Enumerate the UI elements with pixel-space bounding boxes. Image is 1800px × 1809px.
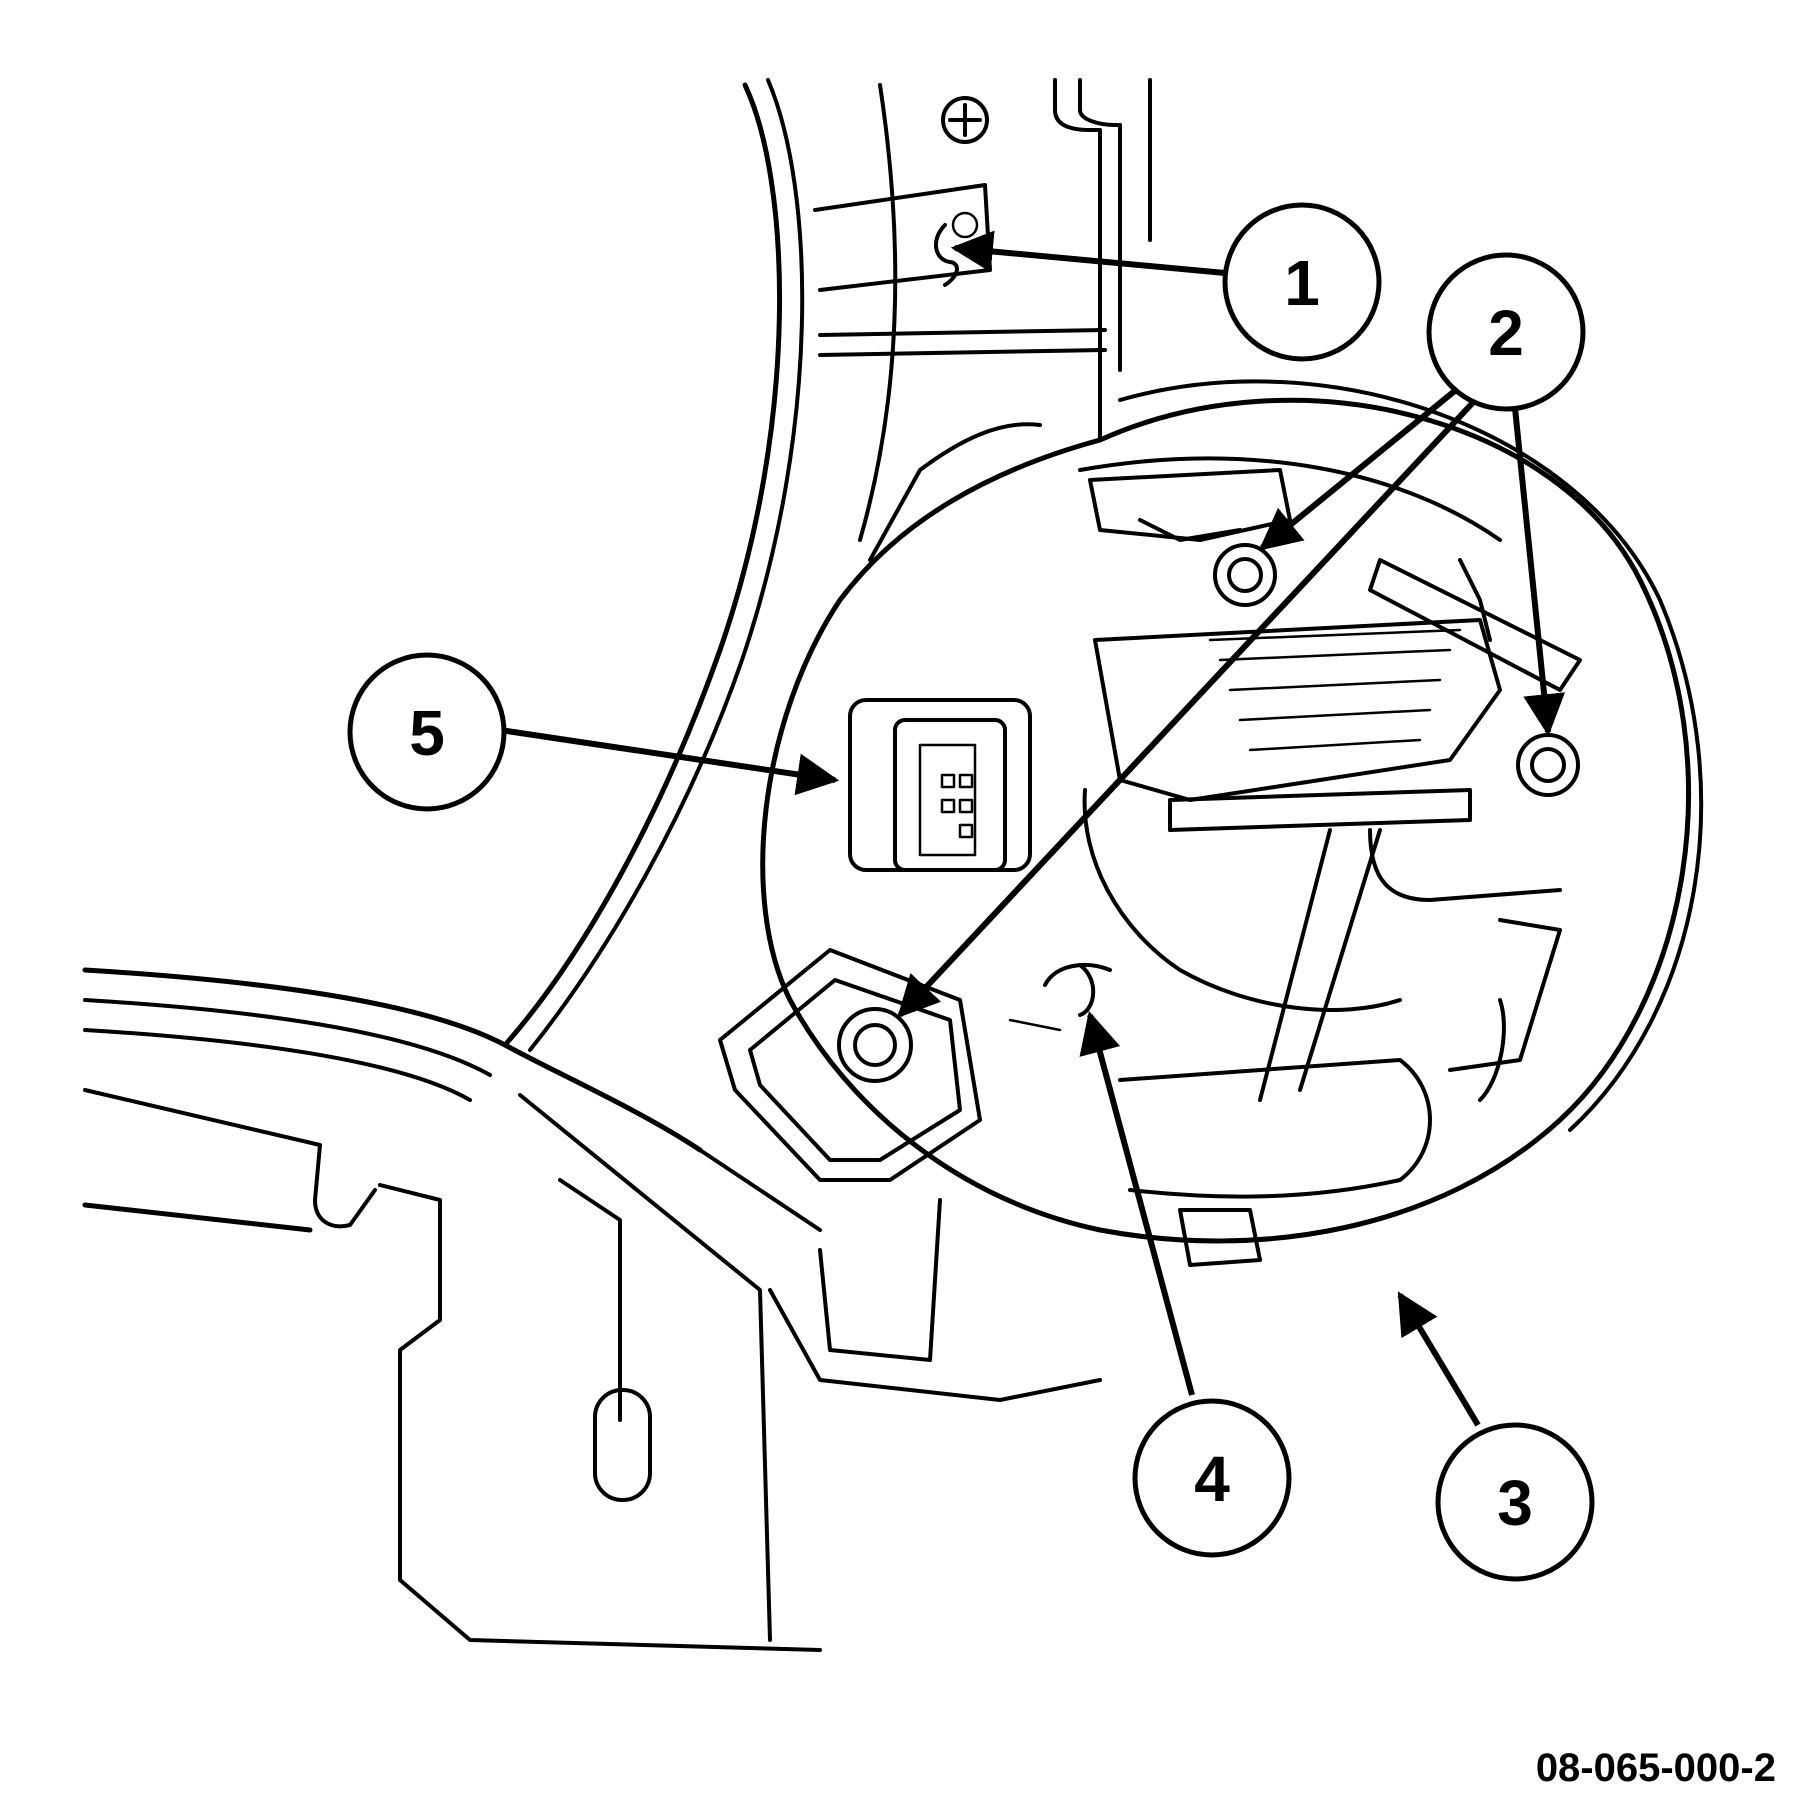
callout-4: 4 xyxy=(1132,1398,1292,1558)
callout-3: 3 xyxy=(1435,1422,1595,1582)
electrical-connector xyxy=(848,698,1032,872)
mounting-fastener-lower xyxy=(718,948,982,1182)
mounting-fastener-upper xyxy=(1213,543,1277,607)
callout-3-label: 3 xyxy=(1497,1467,1533,1539)
callout-2-label: 2 xyxy=(1488,297,1524,369)
locating-pin xyxy=(1008,963,1112,1032)
mounting-fastener-right xyxy=(1516,733,1580,797)
screw-head xyxy=(941,96,989,144)
housing-assembly xyxy=(760,379,1704,1244)
body-pillar xyxy=(502,78,1152,1052)
leader-lines xyxy=(499,230,1566,1427)
callout-5-label: 5 xyxy=(409,697,445,769)
callout-4-label: 4 xyxy=(1194,1443,1230,1515)
sill-structure xyxy=(82,967,1102,1652)
callout-2: 2 xyxy=(1426,252,1586,412)
callout-1-label: 1 xyxy=(1284,247,1320,319)
callout-5: 5 xyxy=(347,652,507,812)
housing-internals xyxy=(1082,468,1582,1267)
callout-1: 1 xyxy=(1222,202,1382,362)
figure-id: 08-065-000-2 xyxy=(1535,1746,1776,1790)
